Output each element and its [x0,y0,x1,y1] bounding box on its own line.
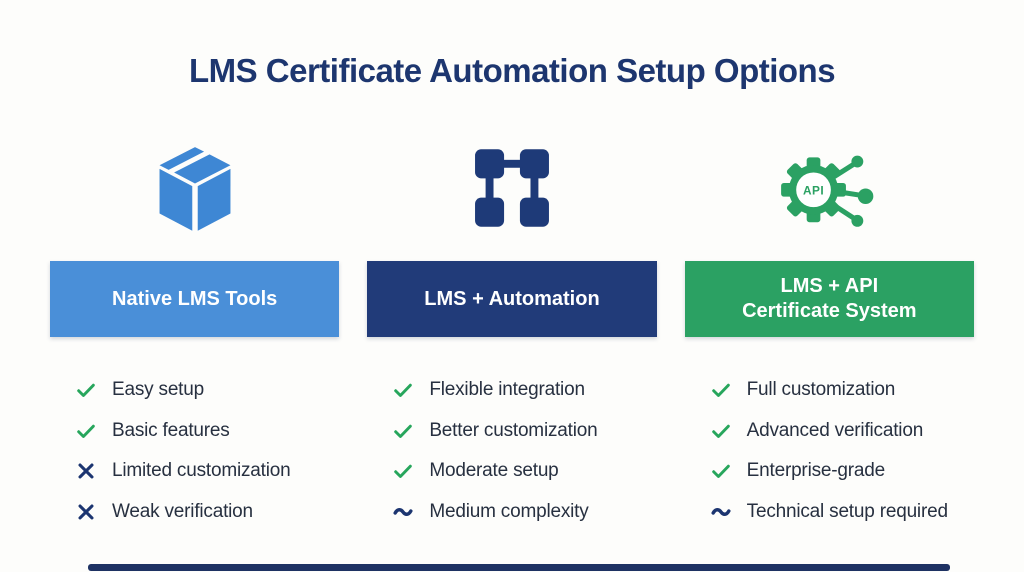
automation-icon-cell [367,134,656,242]
x-icon [75,460,97,482]
feature-list-lms-automation: Flexible integration Better customizatio… [367,370,656,532]
feature-text: Limited customization [112,460,291,482]
check-icon [75,379,97,401]
feature-item: Technical setup required [710,492,974,533]
header-label-line2: Certificate System [742,300,917,322]
feature-item: Medium complexity [392,492,656,533]
x-icon [75,501,97,523]
tilde-icon [710,501,732,523]
feature-item: Advanced verification [710,411,974,452]
feature-text: Full customization [746,379,896,401]
feature-list-lms-api: Full customization Advanced verification… [685,370,974,532]
tilde-icon [392,501,414,523]
column-header-lms-api: LMS + API Certificate System [684,261,974,337]
feature-text: Moderate setup [429,460,559,482]
check-icon [710,460,732,482]
bottom-bar [88,564,950,571]
feature-item: Basic features [75,411,339,452]
feature-item: Weak verification [75,492,339,533]
feature-text: Advanced verification [746,419,924,441]
check-icon [392,379,414,401]
feature-text: Basic features [112,419,230,441]
features-row: Easy setup Basic features Limited custom… [50,337,974,532]
check-icon [710,379,732,401]
feature-item: Enterprise-grade [710,451,974,492]
check-icon [75,420,97,442]
feature-item: Limited customization [75,451,339,492]
native-lms-icon-cell [50,134,339,242]
check-icon [392,420,414,442]
feature-text: Better customization [429,419,598,441]
feature-text: Enterprise-grade [746,460,886,482]
feature-text: Flexible integration [429,379,585,401]
feature-list-native-lms: Easy setup Basic features Limited custom… [50,370,339,532]
feature-item: Better customization [392,411,656,452]
column-header-lms-automation: LMS + Automation [367,261,657,337]
feature-item: Full customization [710,370,974,411]
api-icon-cell: API [685,134,974,242]
api-gear-icon: API [780,155,874,227]
page-title: LMS Certificate Automation Setup Options [188,52,836,89]
feature-text: Technical setup required [746,500,948,522]
feature-item: Flexible integration [392,370,656,411]
package-box-icon [159,147,231,231]
header-label: LMS + Automation [424,287,600,310]
workflow-nodes-icon [475,149,549,227]
feature-item: Moderate setup [392,451,656,492]
check-icon [392,460,414,482]
header-row: Native LMS Tools LMS + Automation LMS + … [50,242,974,337]
feature-text: Medium complexity [429,500,589,522]
header-label-line1: LMS + API [780,275,879,297]
feature-text: Easy setup [112,379,204,401]
feature-text: Weak verification [112,500,253,522]
check-icon [710,420,732,442]
feature-item: Easy setup [75,370,339,411]
column-header-native-lms: Native LMS Tools [50,261,340,337]
icon-row: API [50,90,974,242]
header-label: Native LMS Tools [112,287,278,310]
api-icon-label: API [803,183,824,197]
